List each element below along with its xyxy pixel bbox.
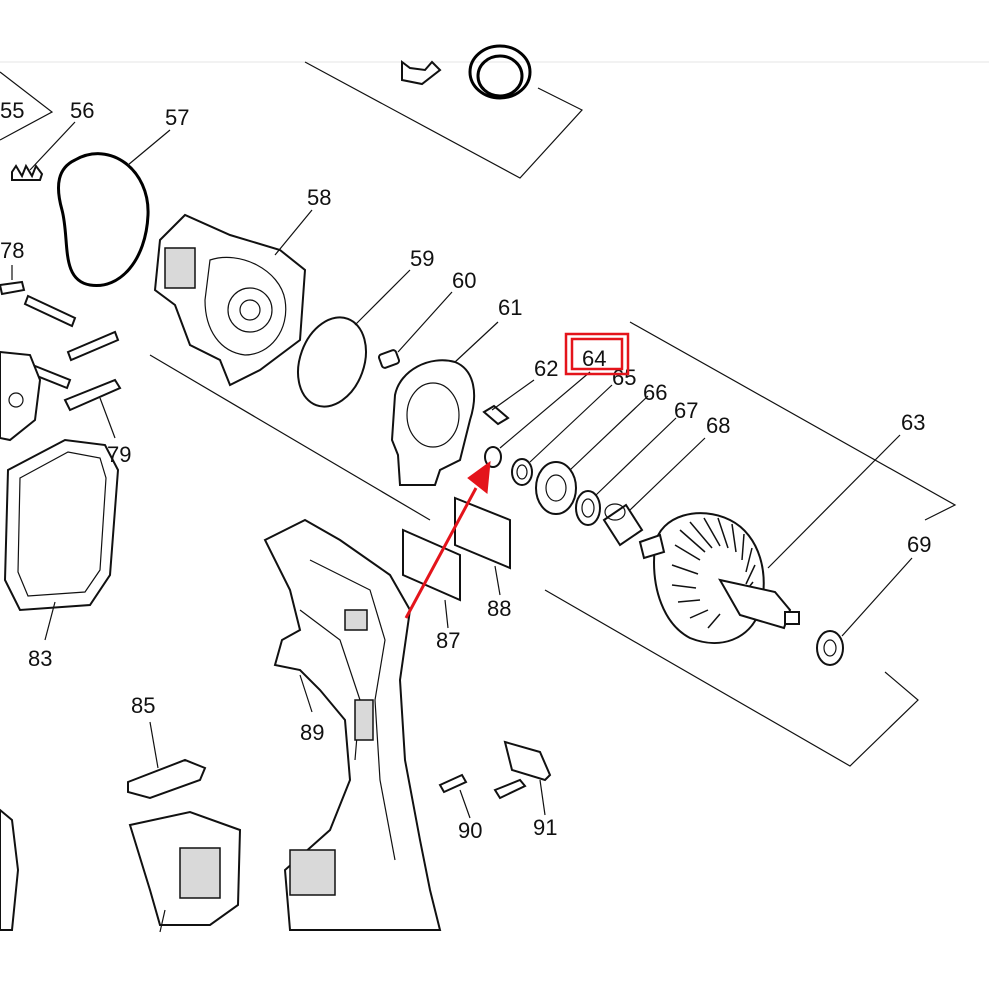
part-79-pin: [63, 378, 122, 439]
part-83-gasket: [3, 438, 120, 641]
partial-part-left: [0, 808, 20, 931]
label-57: 57: [165, 105, 189, 130]
part-63-armature: [638, 434, 901, 644]
label-66: 66: [643, 380, 667, 405]
label-68: 68: [706, 413, 730, 438]
part-59-o-ring: [297, 269, 411, 408]
part-number-labels: 55 56 57 58 59 60 61 62 63 64 65 66 67 6…: [0, 98, 931, 843]
label-63: 63: [901, 410, 925, 435]
part-85-slider: [127, 721, 207, 800]
assembly-boundary-upper: [0, 61, 583, 179]
spring-part-top: [468, 44, 532, 100]
label-69: 69: [907, 532, 931, 557]
label-79: 79: [107, 442, 131, 467]
part-65-bushing: [511, 384, 613, 486]
label-56: 56: [70, 98, 94, 123]
part-90-screw: [438, 773, 471, 819]
part-69-bearing: [816, 557, 913, 666]
highlight-arrow: [404, 460, 491, 619]
part-57-o-ring: [57, 129, 171, 288]
switch-unit: [128, 810, 242, 933]
part-60-pin: [377, 291, 453, 369]
part-67-washer: [575, 417, 677, 526]
part-91-terminal: [493, 740, 552, 816]
label-89: 89: [300, 720, 324, 745]
part-66-ball-bearing: [535, 395, 649, 515]
part-61-retainer-plate: [390, 321, 499, 486]
part-87-label-sheet: [402, 528, 461, 629]
label-60: 60: [452, 268, 476, 293]
label-83: 83: [28, 646, 52, 671]
label-85: 85: [131, 693, 155, 718]
label-91: 91: [533, 815, 557, 840]
part-62-screw: [482, 379, 535, 426]
side-bracket: [0, 350, 42, 442]
part-68-sleeve: [602, 437, 706, 547]
part-89-handle-housing: [263, 518, 442, 931]
label-61: 61: [498, 295, 522, 320]
part-56-spring: [11, 121, 76, 181]
part-58-gear-housing: [153, 209, 313, 387]
label-58: 58: [307, 185, 331, 210]
assembly-boundary-armature: [149, 321, 957, 767]
label-88: 88: [487, 596, 511, 621]
label-59: 59: [410, 246, 434, 271]
part-78-screw: [0, 265, 26, 296]
label-78: 78: [0, 238, 24, 263]
label-62: 62: [534, 356, 558, 381]
label-67: 67: [674, 398, 698, 423]
label-55: 55: [0, 98, 24, 123]
bracket-part-top: [401, 60, 442, 86]
part-64-small-o-ring: [484, 371, 591, 468]
label-87: 87: [436, 628, 460, 653]
label-64: 64: [582, 346, 606, 371]
label-90: 90: [458, 818, 482, 843]
highlight-box: [564, 332, 630, 376]
